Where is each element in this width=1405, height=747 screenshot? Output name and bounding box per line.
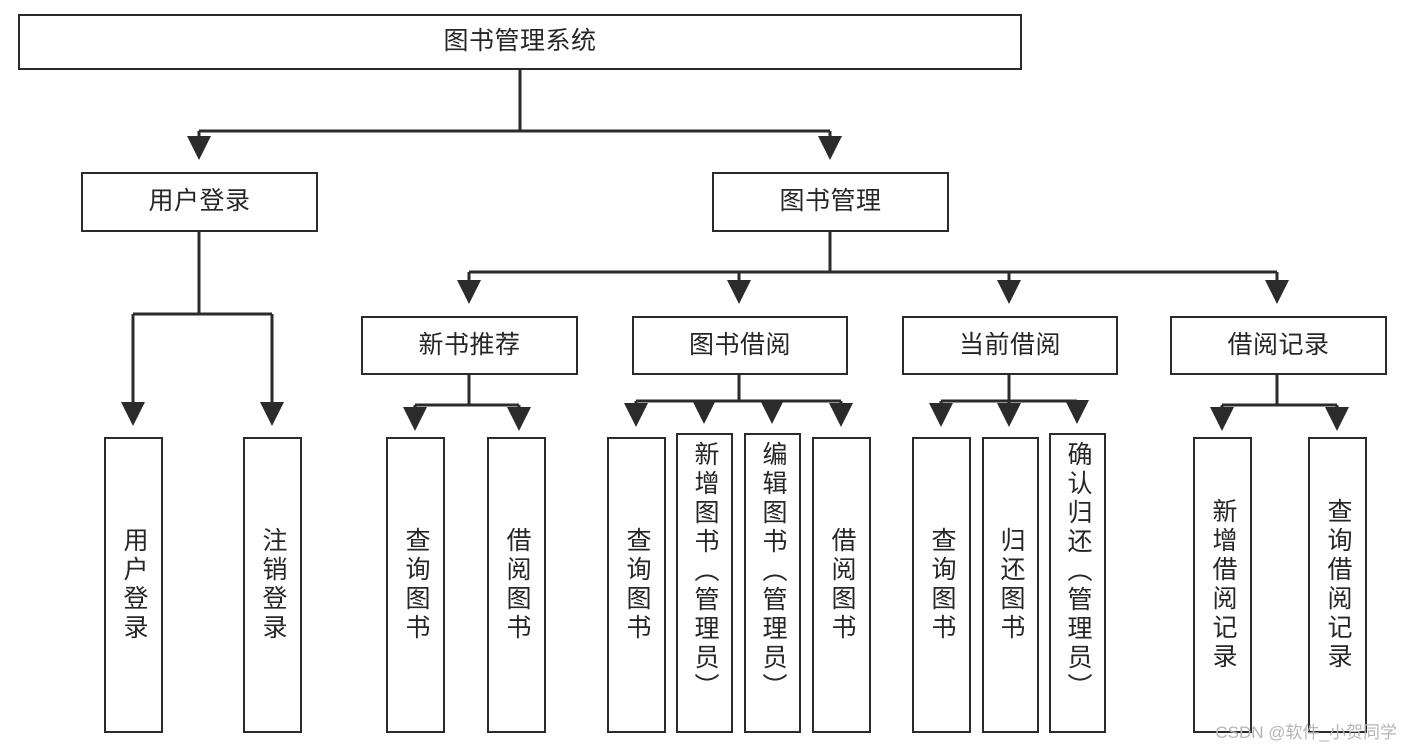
node-current-borrow[interactable]: 当前借阅 [902, 316, 1118, 375]
node-leaf-user-login[interactable]: 用户登录 [104, 437, 163, 733]
node-leaf-borrow-book-1[interactable]: 借阅图书 [487, 437, 546, 733]
node-leaf-confirm-return[interactable]: 确认归还（管理员） [1049, 433, 1106, 733]
node-label: 编辑图书（管理员） [759, 441, 787, 702]
node-label: 借阅图书 [828, 527, 856, 643]
node-label: 新书推荐 [418, 330, 521, 359]
node-leaf-edit-book[interactable]: 编辑图书（管理员） [744, 433, 801, 733]
node-leaf-query-book-1[interactable]: 查询图书 [386, 437, 445, 733]
node-label: 新增图书（管理员） [691, 441, 719, 702]
node-root-book-management-system[interactable]: 图书管理系统 [18, 14, 1022, 70]
node-label: 借阅图书 [503, 527, 531, 643]
node-label: 新增借阅记录 [1209, 498, 1237, 672]
node-label: 图书借阅 [688, 330, 791, 359]
node-label: 图书管理 [779, 187, 882, 216]
node-leaf-query-book-2[interactable]: 查询图书 [607, 437, 666, 733]
node-leaf-query-record[interactable]: 查询借阅记录 [1308, 437, 1367, 733]
node-borrow-record[interactable]: 借阅记录 [1170, 316, 1387, 375]
node-leaf-logout-login[interactable]: 注销登录 [243, 437, 302, 733]
node-label: 查询图书 [402, 527, 430, 643]
node-new-book-recommend[interactable]: 新书推荐 [361, 316, 578, 375]
node-leaf-query-book-3[interactable]: 查询图书 [912, 437, 971, 733]
node-label: 查询图书 [928, 527, 956, 643]
node-label: 注销登录 [259, 527, 287, 643]
node-label: 图书管理系统 [443, 27, 597, 56]
node-label: 查询借阅记录 [1324, 498, 1352, 672]
node-user-login[interactable]: 用户登录 [81, 172, 318, 232]
node-leaf-return-book[interactable]: 归还图书 [982, 437, 1039, 733]
node-label: 用户登录 [148, 187, 251, 216]
node-label: 归还图书 [997, 527, 1025, 643]
node-label: 确认归还（管理员） [1064, 441, 1092, 702]
csdn-watermark: CSDN @软件_小贺同学 [1215, 723, 1397, 742]
node-label: 借阅记录 [1227, 330, 1330, 359]
node-leaf-add-record[interactable]: 新增借阅记录 [1193, 437, 1252, 733]
node-book-borrow[interactable]: 图书借阅 [632, 316, 848, 375]
node-book-management[interactable]: 图书管理 [712, 172, 949, 232]
node-leaf-borrow-book-2[interactable]: 借阅图书 [812, 437, 871, 733]
node-leaf-add-book[interactable]: 新增图书（管理员） [676, 433, 733, 733]
node-label: 查询图书 [623, 527, 651, 643]
node-label: 用户登录 [120, 527, 148, 643]
node-label: 当前借阅 [958, 330, 1061, 359]
